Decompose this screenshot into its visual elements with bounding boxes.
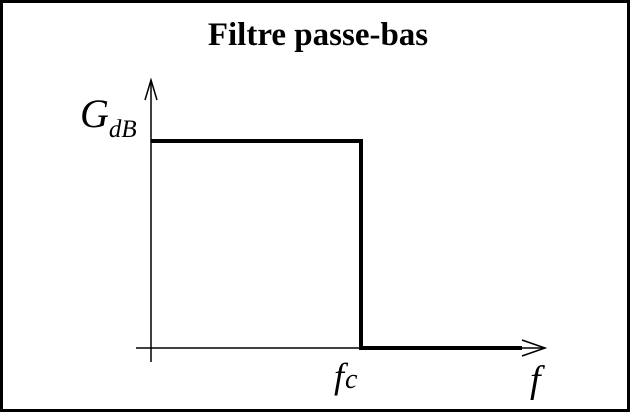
y-axis-arrowhead — [144, 77, 158, 101]
cutoff-subscript: c — [345, 364, 358, 395]
x-axis-label: f — [530, 359, 545, 401]
y-axis-label: GdB — [80, 91, 137, 143]
gain-curve — [151, 139, 522, 350]
diagram-title: Filtre passe-bas — [207, 17, 429, 53]
y-axis-subscript: dB — [109, 116, 137, 143]
x-axis-arrowhead — [521, 339, 548, 357]
y-axis-symbol: G — [80, 91, 109, 136]
cutoff-label: fc — [334, 356, 358, 396]
